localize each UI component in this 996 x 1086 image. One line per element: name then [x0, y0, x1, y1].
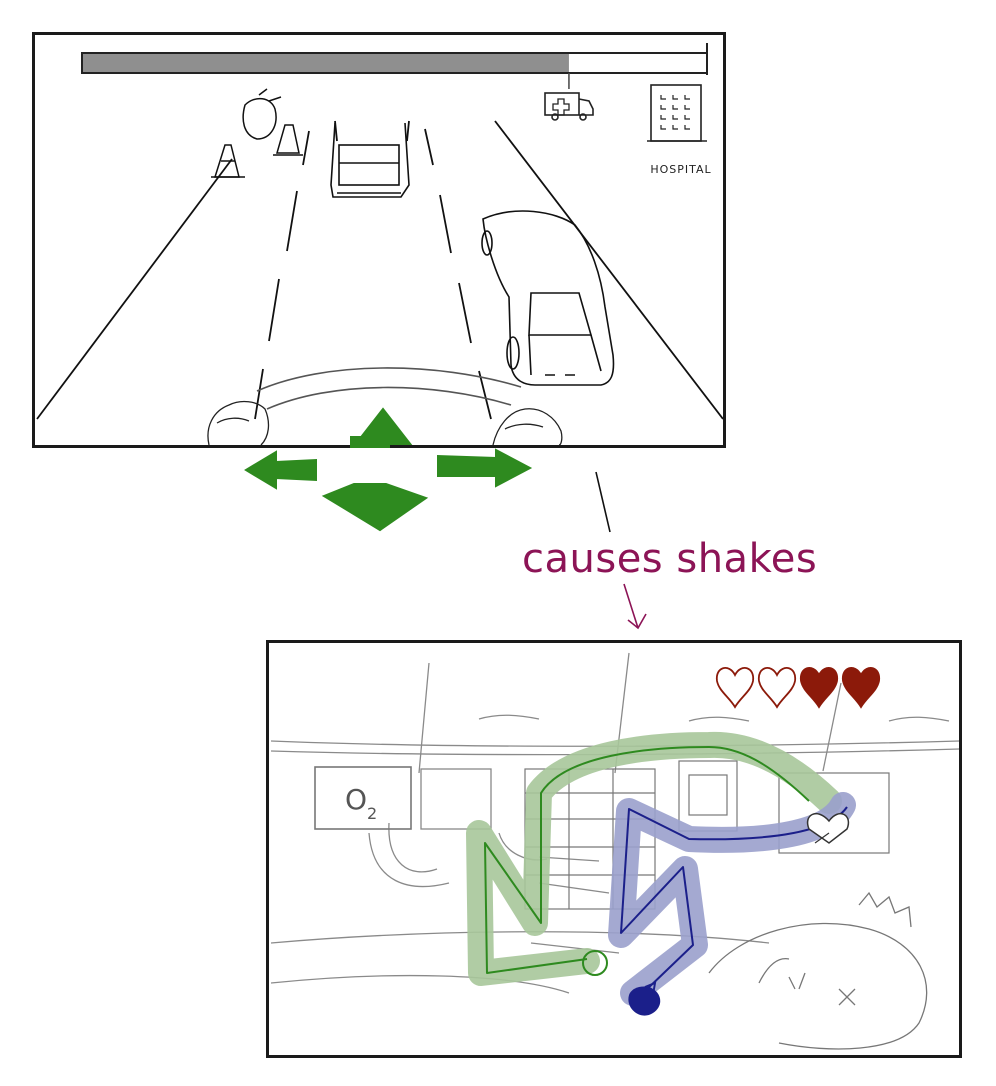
green-path [466, 731, 842, 986]
oxygen-subscript: 2 [367, 804, 377, 823]
ambulance-icon [544, 92, 594, 121]
heart-monitor-icon [806, 812, 850, 844]
annotation-arrow [595, 471, 647, 630]
control-arrows [244, 436, 533, 532]
left-hand-icon [207, 400, 270, 445]
arrow-down-icon[interactable] [321, 483, 429, 532]
driving-scene-panel: HOSPITAL [32, 32, 726, 448]
road [36, 120, 723, 420]
green-path-end-marker [582, 950, 608, 976]
arrow-right-icon[interactable] [437, 448, 533, 488]
arrow-up-tail [350, 436, 390, 448]
car-ahead-icon [330, 122, 410, 198]
blue-path [608, 792, 856, 1016]
driving-scene: HOSPITAL [36, 43, 723, 445]
right-hand-icon [492, 408, 563, 445]
heart-full-icon [842, 667, 880, 709]
steering-wheel-icon [256, 367, 522, 410]
blue-path-end-marker [628, 986, 661, 1016]
ambulance-interior: O 2 [270, 652, 959, 1050]
progress-bar [81, 43, 708, 89]
patient [708, 891, 928, 1050]
car-icon [481, 210, 615, 386]
heart-full-icon [800, 667, 838, 709]
heart-empty-icon [716, 667, 754, 709]
lives-hearts [716, 667, 880, 709]
annotation-text: causes shakes [522, 536, 818, 582]
hospital-label: HOSPITAL [650, 163, 711, 176]
ambulance-interior-panel: O 2 [266, 640, 962, 1058]
traffic-cone-icon [211, 88, 303, 178]
progress-fill [83, 54, 569, 72]
oxygen-label: O [345, 783, 367, 816]
oxygen-tank: O 2 [314, 766, 492, 830]
heart-empty-icon [758, 667, 796, 709]
arrow-left-icon[interactable] [244, 450, 317, 490]
hospital-icon [647, 84, 707, 142]
